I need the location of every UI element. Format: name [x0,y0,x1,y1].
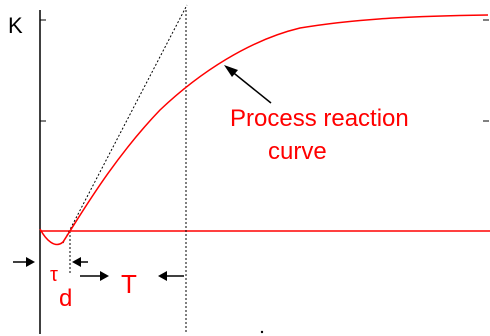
dead-time-subscript: d [59,285,72,312]
curve-label-line2: curve [268,138,327,165]
curve-pointer-arrowhead [224,65,238,77]
dead-time-tau: τ [50,264,58,286]
tangent-line [62,4,188,244]
curve-label-line1: Process reaction [230,105,409,132]
time-constant-label: T [121,269,137,299]
process-reaction-curve [39,14,489,246]
curve-pointer-arrow [229,69,272,104]
dead-time-start-arrowhead [26,257,35,267]
dead-time-end-arrowhead [72,257,81,267]
time-constant-right-arrowhead [158,271,167,281]
small-dot [260,330,264,334]
y-axis-label: K [8,13,23,38]
time-constant-left-arrowhead [100,271,109,281]
